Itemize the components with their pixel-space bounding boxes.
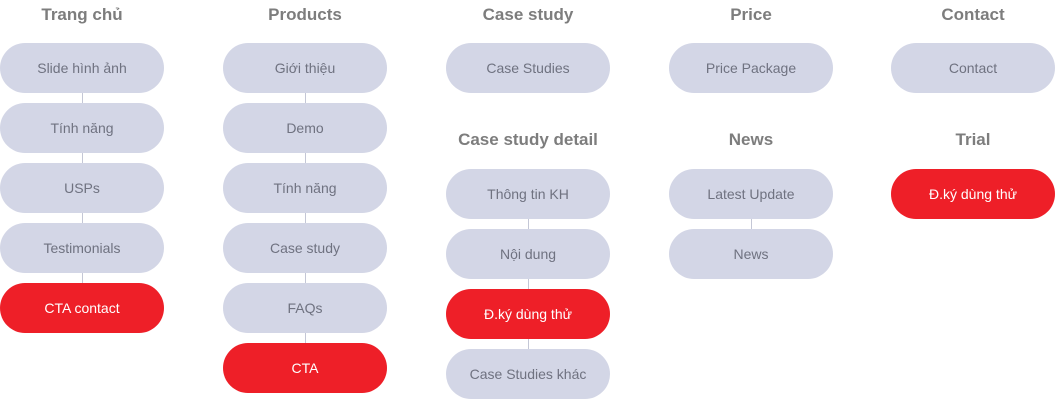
connector [528,279,529,289]
pill-demo[interactable]: Demo [223,103,387,153]
pill-usps[interactable]: USPs [0,163,164,213]
heading-trial: Trial [955,130,991,149]
pill-latest-update[interactable]: Latest Update [669,169,833,219]
heading-case-study-detail: Case study detail [458,130,598,149]
pill-contact[interactable]: Contact [891,43,1055,93]
pill-faqs[interactable]: FAQs [223,283,387,333]
pill-trial-dang-ky-dung-thu[interactable]: Đ.ký dùng thử [891,169,1055,219]
heading-products: Products [268,5,342,24]
connector [528,219,529,229]
pill-gioi-thieu[interactable]: Giới thiệu [223,43,387,93]
pill-tinh-nang[interactable]: Tính năng [0,103,164,153]
pill-thong-tin-kh[interactable]: Thông tin KH [446,169,610,219]
heading-contact: Contact [941,5,1005,24]
heading-price: Price [730,5,772,24]
pill-case-study[interactable]: Case study [223,223,387,273]
connector [305,93,306,103]
pill-price-package[interactable]: Price Package [669,43,833,93]
connector [82,93,83,103]
pill-testimonials[interactable]: Testimonials [0,223,164,273]
pill-case-studies-khac[interactable]: Case Studies khác [446,349,610,399]
connector [751,219,752,229]
connector [305,333,306,343]
pill-noi-dung[interactable]: Nội dung [446,229,610,279]
pill-slide-hinh-anh[interactable]: Slide hình ảnh [0,43,164,93]
connector [82,153,83,163]
heading-trang-chu: Trang chủ [41,5,123,24]
connector [82,273,83,283]
pill-cta-contact[interactable]: CTA contact [0,283,164,333]
pill-tinh-nang-products[interactable]: Tính năng [223,163,387,213]
connector [82,213,83,223]
connector [305,273,306,283]
heading-news: News [728,130,774,149]
connector [528,339,529,349]
pill-news[interactable]: News [669,229,833,279]
heading-case-study: Case study [482,5,574,24]
pill-case-studies[interactable]: Case Studies [446,43,610,93]
connector [305,213,306,223]
connector [305,153,306,163]
pill-cta[interactable]: CTA [223,343,387,393]
pill-dang-ky-dung-thu[interactable]: Đ.ký dùng thử [446,289,610,339]
